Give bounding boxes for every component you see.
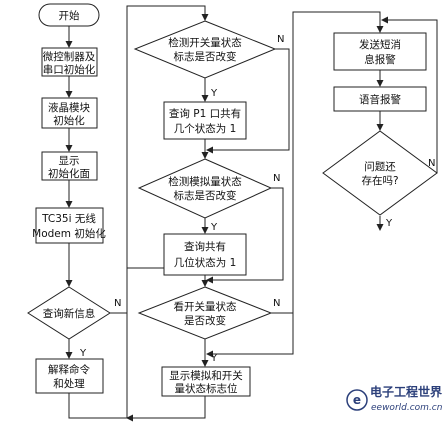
check-switch-changed-no-label: N: [273, 298, 280, 309]
start-label: 开始: [59, 9, 80, 22]
query-bits-box: [163, 233, 247, 276]
init-mcu-box: [41, 47, 98, 77]
flow-line: [206, 313, 294, 358]
check-analog-flag-no-label: N: [273, 173, 280, 184]
query-bits-line2: 几位状态为 1: [174, 256, 237, 269]
init-modem-line1: TC35i 无线: [41, 212, 96, 225]
eeworld-logo-icon: [346, 389, 368, 411]
loop-return-line: [126, 5, 209, 418]
show-init-line2: 初始化面: [48, 167, 90, 180]
query-new-info-yes-label: Y: [79, 348, 87, 359]
show-flags-line2: 量状态标志位: [175, 382, 238, 395]
send-sms-line2: 息报警: [364, 53, 396, 66]
init-mcu-line1: 微控制器及: [43, 50, 96, 63]
flow-line: [127, 396, 206, 419]
query-p1-line2: 几个状态为 1: [174, 122, 237, 135]
show-init-box: [41, 151, 98, 181]
check-switch-changed-line1: 看开关量状态: [174, 300, 237, 313]
init-lcd-line1: 液晶模块: [48, 101, 90, 114]
init-modem-line2: Modem 初始化: [32, 227, 106, 240]
query-p1-box: [163, 101, 247, 140]
parse-command-box: [35, 358, 104, 394]
send-sms-box: [333, 32, 427, 71]
show-init-line1: 显示: [59, 155, 80, 167]
check-switch-flag-yes-label: Y: [210, 88, 218, 99]
start-terminator: [38, 3, 100, 27]
flow-line: [381, 16, 438, 173]
check-switch-flag-no-label: N: [277, 34, 284, 45]
eeworld-watermark: e 电子工程世界 eeworld.com.cn: [346, 384, 442, 413]
flow-line: [206, 48, 290, 154]
eeworld-site: eeworld.com.cn: [371, 403, 442, 413]
query-new-info-label: 查询新信息: [43, 307, 96, 320]
parse-command-line1: 解释命令: [48, 363, 90, 376]
flow-line: [68, 393, 127, 419]
send-sms-line1: 发送短消: [359, 38, 401, 51]
problem-exists-decision: [322, 130, 438, 216]
eeworld-logo-letter: e: [353, 393, 361, 407]
voice-alarm-box: [333, 86, 427, 112]
flow-line: [271, 11, 384, 314]
init-modem-box: [35, 207, 104, 244]
check-analog-flag-line2: 标志是否改变: [174, 189, 237, 202]
problem-exists-line2: 存在吗?: [361, 174, 398, 187]
eeworld-brand: 电子工程世界: [370, 384, 442, 399]
query-bits-line1: 查询共有: [184, 240, 226, 253]
problem-exists-line1: 问题还: [364, 160, 396, 173]
parse-command-line2: 和处理: [53, 378, 85, 390]
check-switch-flag-line2: 标志是否改变: [174, 50, 237, 63]
voice-alarm-label: 语音报警: [359, 93, 401, 106]
query-new-info-no-label: N: [114, 298, 121, 309]
check-switch-changed-line2: 是否改变: [184, 314, 226, 327]
flow-line: [206, 187, 284, 284]
show-flags-box: [161, 366, 251, 397]
check-switch-changed-decision: [137, 286, 273, 340]
check-analog-flag-decision: [137, 158, 273, 219]
problem-exists-no-label: N: [428, 158, 435, 169]
query-new-info-decision: [27, 286, 111, 340]
check-analog-flag-yes-label: Y: [210, 222, 218, 233]
check-analog-flag-line1: 检测模拟量状态: [168, 175, 242, 188]
init-lcd-line2: 初始化: [53, 114, 85, 127]
show-flags-line1: 显示模拟和开关: [169, 369, 243, 382]
check-switch-flag-decision: [133, 20, 277, 79]
init-lcd-box: [41, 97, 98, 129]
query-p1-line1: 查询 P1 口共有: [169, 107, 241, 120]
problem-exists-yes-label: Y: [385, 218, 393, 229]
init-mcu-line2: 串口初始化: [43, 63, 96, 76]
check-switch-flag-line1: 检测开关量状态: [168, 36, 242, 49]
check-switch-changed-yes-label: Y: [210, 353, 218, 364]
